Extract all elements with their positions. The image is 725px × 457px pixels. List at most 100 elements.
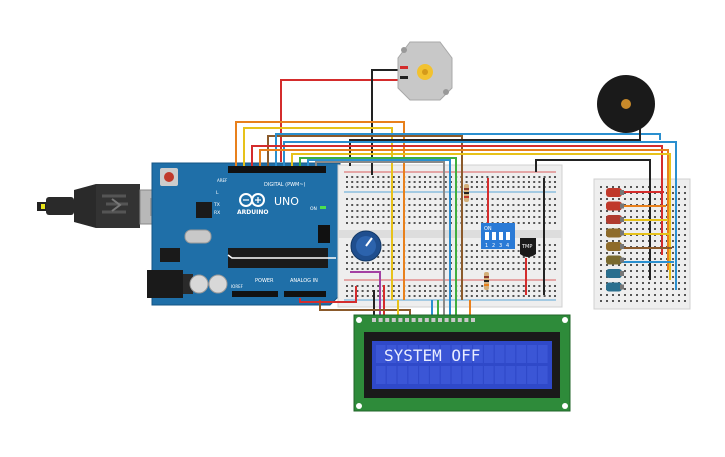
breadboard-hole bbox=[624, 240, 626, 242]
breadboard-hole bbox=[507, 250, 510, 252]
analog-header bbox=[284, 291, 326, 297]
breadboard-hole bbox=[377, 268, 380, 270]
breadboard-hole bbox=[684, 204, 686, 206]
breadboard-hole bbox=[413, 181, 416, 183]
breadboard-hole bbox=[444, 256, 447, 258]
breadboard-hole bbox=[538, 176, 541, 178]
breadboard-hole bbox=[387, 222, 390, 224]
breadboard-hole bbox=[606, 240, 608, 242]
breadboard-hole bbox=[439, 250, 442, 252]
breadboard-hole bbox=[387, 290, 390, 292]
lcd-cell bbox=[419, 366, 429, 384]
wire-green-right bbox=[299, 157, 457, 318]
breadboard-hole bbox=[538, 268, 541, 270]
breadboard-hole bbox=[387, 204, 390, 206]
breadboard-hole bbox=[600, 210, 602, 212]
breadboard-hole bbox=[418, 250, 421, 252]
breadboard-hole bbox=[418, 186, 421, 188]
lcd-cell bbox=[494, 366, 505, 384]
breadboard-hole bbox=[606, 294, 608, 296]
breadboard-hole bbox=[387, 181, 390, 183]
breadboard-hole bbox=[444, 216, 447, 218]
lcd-cell bbox=[484, 345, 494, 363]
dip-switch[interactable]: ON 1 2 3 4 bbox=[481, 223, 515, 249]
breadboard-hole bbox=[654, 294, 656, 296]
breadboard-hole bbox=[678, 198, 680, 200]
breadboard-hole bbox=[408, 290, 411, 292]
breadboard-hole bbox=[476, 204, 478, 206]
breadboard-hole bbox=[654, 300, 656, 302]
breadboard-hole bbox=[429, 181, 432, 183]
lcd-cell bbox=[505, 345, 516, 363]
breadboard-hole bbox=[481, 250, 484, 252]
potentiometer[interactable] bbox=[350, 230, 382, 262]
breadboard-hole bbox=[444, 268, 447, 270]
breadboard-hole bbox=[444, 262, 447, 264]
breadboard-hole bbox=[465, 250, 468, 252]
breadboard-hole bbox=[418, 222, 421, 224]
wire-purple-lcd bbox=[350, 271, 381, 318]
breadboard-hole bbox=[382, 244, 385, 246]
breadboard-hole bbox=[470, 290, 473, 292]
lcd-pin bbox=[391, 318, 396, 322]
breadboard-hole bbox=[512, 204, 515, 206]
breadboard-hole bbox=[642, 210, 644, 212]
breadboard-hole bbox=[624, 294, 626, 296]
breadboard-hole bbox=[429, 290, 432, 292]
breadboard-hole bbox=[481, 262, 484, 264]
breadboard-hole bbox=[491, 186, 494, 188]
breadboard-hole bbox=[398, 222, 400, 224]
lcd-cell bbox=[397, 345, 408, 363]
breadboard-hole bbox=[470, 285, 473, 287]
breadboard-hole bbox=[351, 285, 354, 287]
breadboard-hole bbox=[496, 198, 499, 200]
breadboard-hole bbox=[618, 186, 620, 188]
breadboard-hole bbox=[600, 258, 602, 260]
breadboard-hole bbox=[548, 216, 551, 218]
breadboard-hole bbox=[481, 181, 484, 183]
breadboard-hole bbox=[408, 256, 411, 258]
breadboard-hole bbox=[618, 300, 620, 302]
breadboard-hole bbox=[624, 282, 626, 284]
wire-yellow-top bbox=[243, 127, 393, 300]
breadboard-hole bbox=[496, 262, 499, 264]
breadboard-hole bbox=[618, 264, 620, 266]
breadboard-hole bbox=[439, 268, 442, 270]
breadboard-hole bbox=[429, 250, 432, 252]
breadboard-hole bbox=[533, 222, 536, 224]
led bbox=[606, 201, 622, 211]
breadboard-hole bbox=[618, 294, 620, 296]
breadboard-hole bbox=[642, 186, 644, 188]
breadboard-hole bbox=[624, 264, 626, 266]
breadboard-hole bbox=[481, 204, 484, 206]
lcd-cell bbox=[462, 345, 472, 363]
breadboard-hole bbox=[408, 250, 411, 252]
breadboard-hole bbox=[346, 256, 348, 258]
breadboard-hole bbox=[554, 210, 556, 212]
breadboard-hole bbox=[600, 222, 602, 224]
breadboard-hole bbox=[636, 294, 638, 296]
breadboard-hole bbox=[429, 256, 432, 258]
breadboard-hole bbox=[496, 186, 499, 188]
breadboard-hole bbox=[654, 240, 656, 242]
breadboard-hole bbox=[392, 268, 395, 270]
temperature-sensor-label: TMP bbox=[521, 244, 532, 250]
breadboard-hole bbox=[636, 186, 638, 188]
breadboard-hole bbox=[684, 246, 686, 248]
breadboard-hole bbox=[465, 262, 468, 264]
breadboard-hole bbox=[439, 295, 442, 297]
breadboard-hole bbox=[606, 264, 608, 266]
breadboard-hole bbox=[408, 262, 411, 264]
breadboard-hole bbox=[533, 216, 536, 218]
breadboard-hole bbox=[470, 181, 473, 183]
breadboard-hole bbox=[548, 262, 551, 264]
breadboard-hole bbox=[434, 198, 437, 200]
breadboard-hole bbox=[496, 285, 499, 287]
breadboard-hole bbox=[476, 198, 478, 200]
breadboard-hole bbox=[356, 204, 359, 206]
breadboard-hole bbox=[600, 228, 602, 230]
dip-number-2: 2 bbox=[492, 243, 495, 249]
breadboard-hole bbox=[554, 222, 556, 224]
breadboard-hole bbox=[361, 181, 364, 183]
